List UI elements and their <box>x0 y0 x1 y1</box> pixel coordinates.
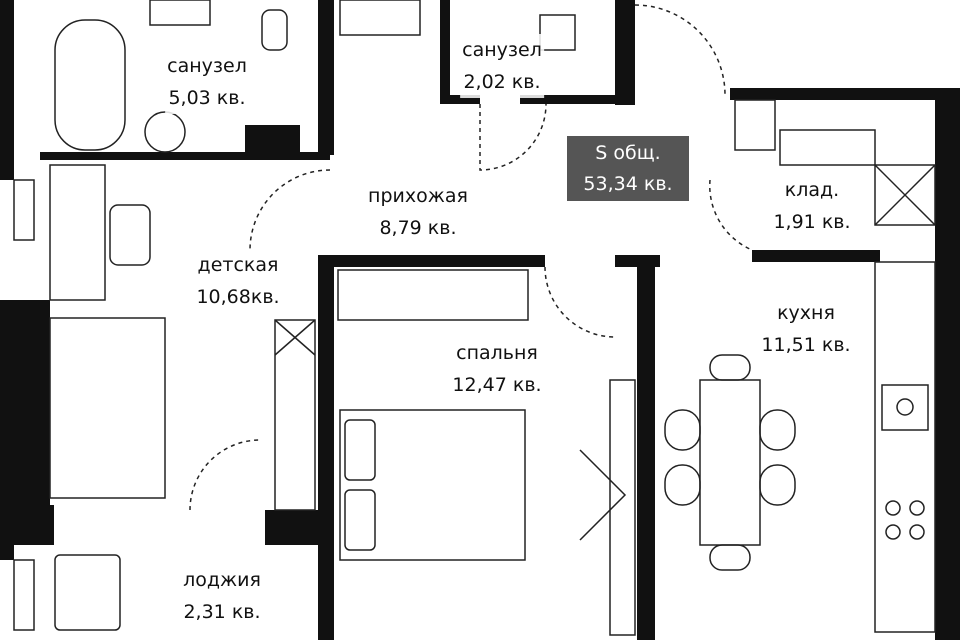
room-name: санузел <box>167 55 247 77</box>
fixtures <box>13 0 936 636</box>
room-area: 8,79 кв. <box>379 217 457 239</box>
room-area: 11,51 кв. <box>761 334 851 356</box>
room-area: 2,31 кв. <box>183 601 261 623</box>
room-area: 12,47 кв. <box>452 374 542 396</box>
room-label-bathroom-1: санузел 5,03 кв. <box>165 50 249 114</box>
room-name: санузел <box>462 39 542 61</box>
room-area: 5,03 кв. <box>168 87 246 109</box>
total-area-badge: S общ. 53,34 кв. <box>567 136 689 201</box>
total-label: S общ. <box>595 141 661 164</box>
room-label-hallway: прихожая 8,79 кв. <box>366 180 470 244</box>
total-area: 53,34 кв. <box>583 172 673 195</box>
room-label-loggia: лоджия 2,31 кв. <box>181 564 263 628</box>
room-area: 10,68кв. <box>196 286 280 308</box>
room-name: спальня <box>456 342 538 364</box>
room-label-kitchen: кухня 11,51 кв. <box>759 297 853 361</box>
room-name: клад. <box>784 179 840 201</box>
room-label-storage: клад. 1,91 кв. <box>771 174 853 238</box>
room-name: кухня <box>777 302 835 324</box>
room-label-bedroom: спальня 12,47 кв. <box>450 337 544 401</box>
room-name: лоджия <box>183 569 261 591</box>
room-area: 1,91 кв. <box>773 211 851 233</box>
room-area: 2,02 кв. <box>463 71 541 93</box>
room-name: детская <box>197 254 279 276</box>
room-label-kids-room: детская 10,68кв. <box>194 249 282 313</box>
room-label-bathroom-2: санузел 2,02 кв. <box>460 34 544 98</box>
room-name: прихожая <box>368 185 468 207</box>
